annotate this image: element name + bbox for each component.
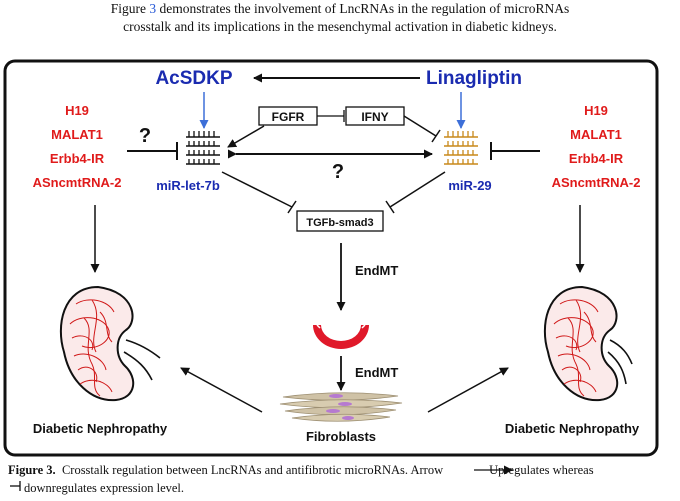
lncrna-item: Erbb4-IR — [569, 151, 624, 166]
right-lncrna-list: H19 MALAT1 Erbb4-IR ASncmtRNA-2 — [552, 103, 641, 190]
lncrna-item: H19 — [65, 103, 89, 118]
left-kidney-image — [59, 285, 161, 402]
figure-ref-link[interactable]: 3 — [149, 1, 157, 16]
tgfb-smad3-label: TGFb-smad3 — [306, 217, 373, 229]
crosstalk-question-mark: ? — [332, 161, 344, 183]
mirlet7b-glyph — [186, 131, 220, 165]
fibroblasts-to-left-kidney-arrow — [180, 367, 263, 413]
fibroblasts-to-right-kidney-arrow — [427, 367, 509, 413]
endmt-label-1: EndMT — [355, 263, 398, 278]
mirlet7b-label: miR-let-7b — [156, 178, 220, 193]
intro-line-1: Figure 3 demonstrates the involvement of… — [110, 1, 570, 16]
caption-line-2: downregulates expression level. — [24, 481, 185, 495]
lncrna-item: ASncmtRNA-2 — [552, 175, 641, 190]
endmt-label-2: EndMT — [355, 365, 398, 380]
fgfr-to-mirlet7b-arrow — [227, 125, 265, 148]
tgfb-smad3-box — [296, 210, 384, 232]
linagliptin-label: Linagliptin — [426, 68, 522, 89]
fgfr-label: FGFR — [272, 110, 305, 124]
intro-line-2: crosstalk and its implications in the me… — [123, 19, 557, 34]
mir29-inhibits-tgfb — [389, 171, 446, 208]
figure-caption: Figure 3. Crosstalk regulation between L… — [8, 461, 668, 497]
lncrna-item: MALAT1 — [51, 127, 103, 142]
left-outcome-label: Diabetic Nephropathy — [33, 421, 168, 436]
lncrna-item: MALAT1 — [570, 127, 622, 142]
lncrna-item: ASncmtRNA-2 — [33, 175, 122, 190]
left-lncrna-list: H19 MALAT1 Erbb4-IR ASncmtRNA-2 — [33, 103, 122, 190]
caption-line-1: Figure 3. Crosstalk regulation between L… — [8, 463, 594, 477]
right-outcome-label: Diabetic Nephropathy — [505, 421, 640, 436]
left-question-mark: ? — [139, 125, 151, 147]
lncrna-item: Erbb4-IR — [50, 151, 105, 166]
lncrna-item: H19 — [584, 103, 608, 118]
mir29-glyph — [444, 131, 478, 165]
diagram-frame — [3, 59, 659, 457]
endothelial-cell-arc — [313, 324, 369, 349]
ifny-label: IFNY — [361, 110, 388, 124]
right-kidney-image — [543, 285, 633, 402]
ifny-inhibits-mir29 — [403, 115, 437, 137]
intro-text: Figure 3 demonstrates the involvement of… — [0, 0, 680, 36]
fibroblasts-label: Fibroblasts — [306, 429, 376, 444]
acsdkp-label: AcSDKP — [155, 68, 232, 89]
mir29-label: miR-29 — [448, 178, 491, 193]
mirlet7b-inhibits-tgfb — [221, 171, 293, 208]
fibroblasts-image — [279, 392, 403, 422]
